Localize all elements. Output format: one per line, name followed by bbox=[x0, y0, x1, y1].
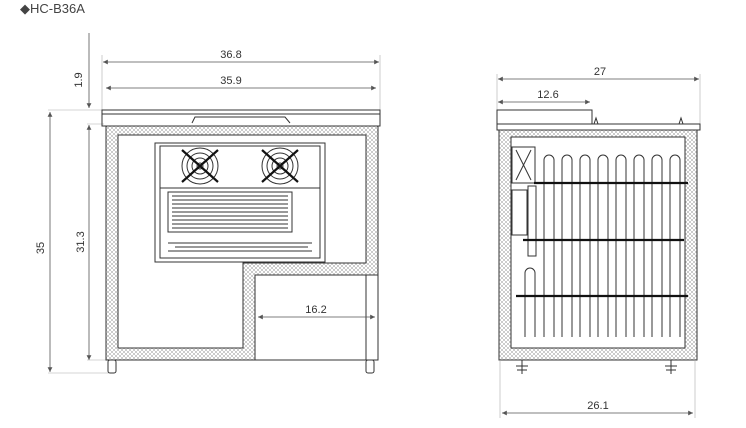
side-lid bbox=[496, 109, 593, 125]
dim-label: 35 bbox=[35, 242, 47, 254]
top-rim bbox=[496, 123, 701, 131]
dim-label: 26.1 bbox=[587, 400, 608, 412]
dim-label: 31.3 bbox=[75, 231, 87, 252]
side-view: 27 12.6 bbox=[496, 66, 701, 418]
fan-icon bbox=[261, 147, 299, 185]
dim-label: 27 bbox=[594, 66, 606, 78]
dim-depth-base: 26.1 bbox=[499, 360, 696, 418]
lid-handle bbox=[191, 116, 291, 124]
front-lid bbox=[101, 109, 381, 127]
dim-label: 1.9 bbox=[73, 72, 85, 87]
dim-lid-depth: 12.6 bbox=[498, 89, 590, 105]
caster-foot bbox=[365, 359, 375, 374]
leveling-foot bbox=[512, 359, 532, 374]
front-view: 36.8 35.9 1.9 35 31.3 bbox=[35, 33, 381, 374]
dim-label: 36.8 bbox=[220, 49, 241, 61]
dim-label: 16.2 bbox=[305, 304, 326, 316]
dim-width-overall: 36.8 bbox=[101, 49, 381, 110]
dim-lid-height: 1.9 bbox=[73, 33, 92, 108]
caster-foot bbox=[107, 359, 117, 374]
dim-height-body: 31.3 bbox=[75, 123, 106, 361]
dim-height-overall: 35 bbox=[35, 109, 110, 374]
dim-compressor-width: 16.2 bbox=[258, 304, 375, 320]
compressor-compartment bbox=[254, 274, 379, 361]
dim-label: 35.9 bbox=[220, 75, 241, 87]
wire-racks bbox=[516, 154, 688, 337]
leveling-foot bbox=[661, 359, 681, 374]
evaporator-unit bbox=[154, 142, 326, 263]
dim-width-body: 35.9 bbox=[106, 75, 376, 91]
fan-icon bbox=[181, 147, 219, 185]
evaporator-side bbox=[511, 146, 537, 257]
model-title: ◆HC-B36A bbox=[20, 1, 85, 16]
dim-label: 12.6 bbox=[537, 89, 558, 101]
evaporator-coil bbox=[167, 191, 293, 233]
dim-depth-overall: 27 bbox=[496, 66, 701, 125]
